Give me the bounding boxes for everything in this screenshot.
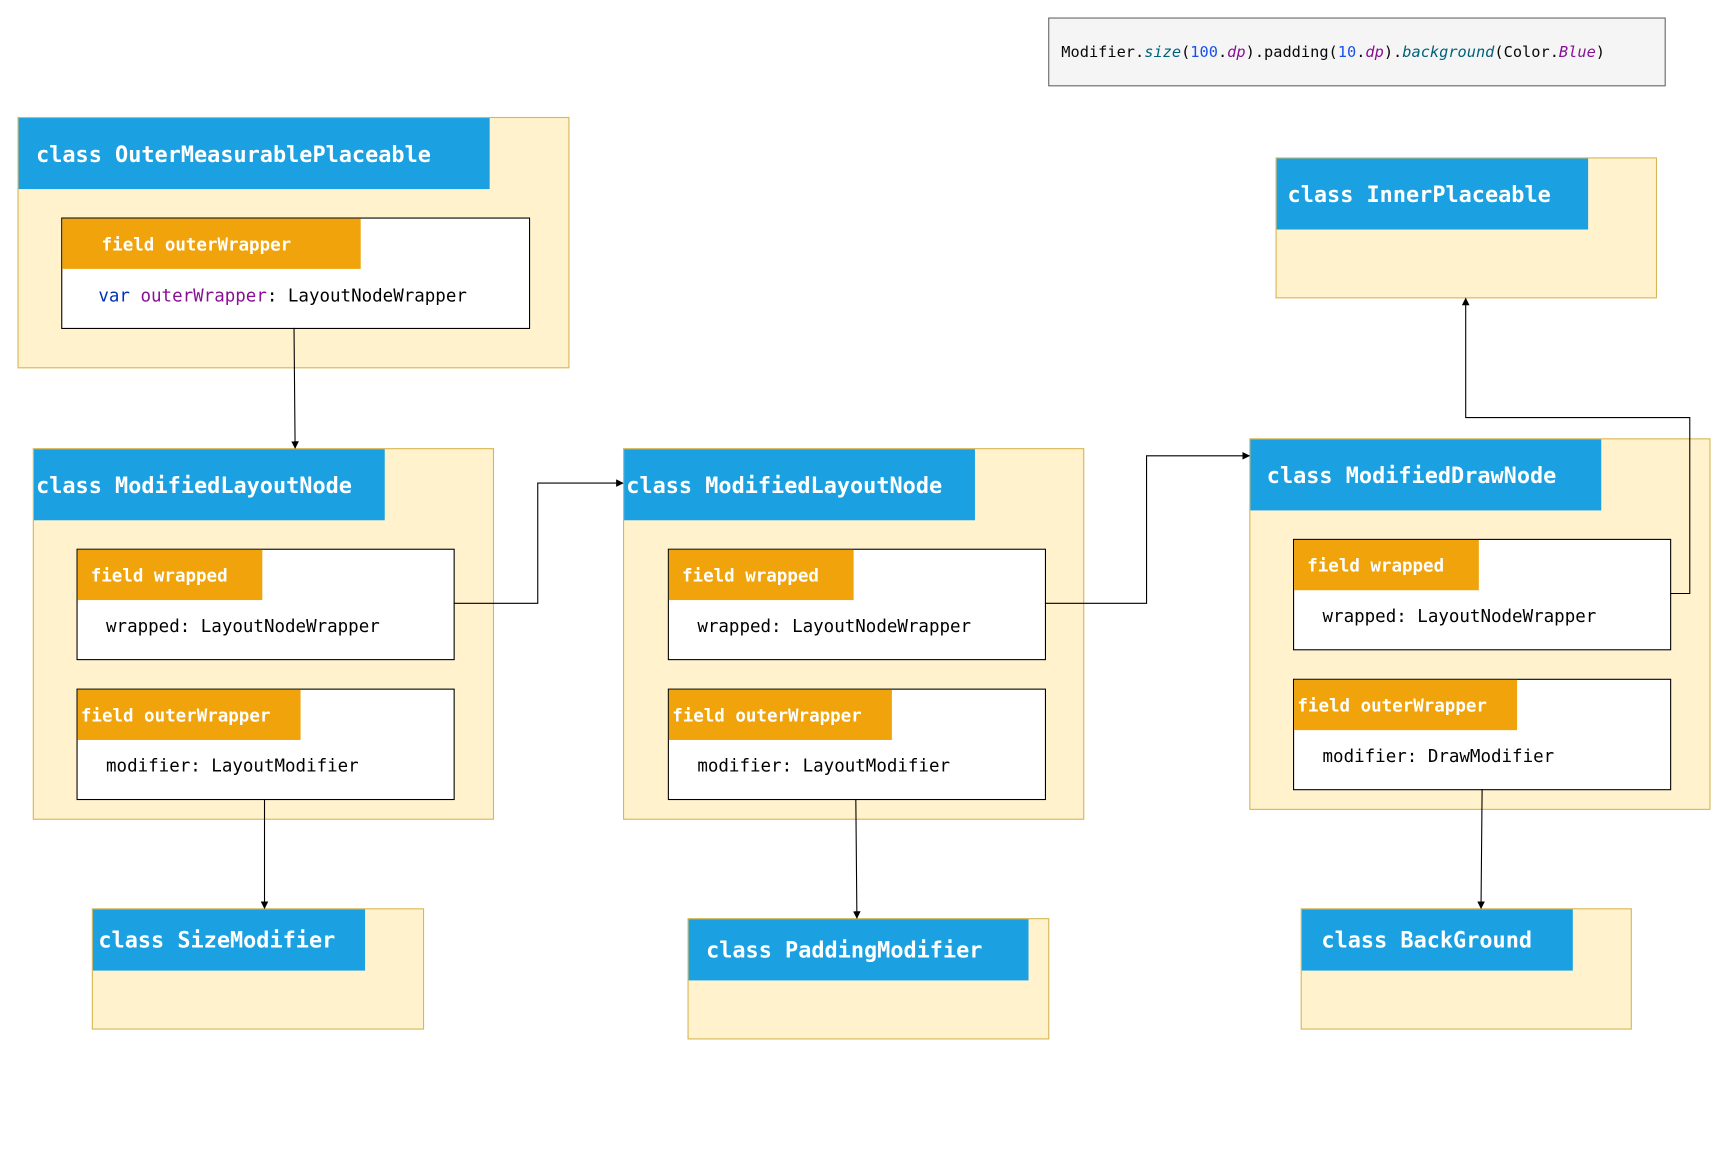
field-tag: field outerWrapper: [1294, 679, 1518, 731]
code-fn-size: size: [1144, 43, 1182, 61]
wrapped-declaration: wrapped: LayoutNodeWrapper: [106, 615, 380, 637]
code-receiver: Modifier: [1061, 43, 1136, 61]
connector-outer-to-layout-node: [291, 327, 299, 449]
field-tag: field wrapped: [77, 549, 263, 601]
code-fn-padding: padding: [1264, 43, 1329, 61]
class-header[interactable]: class InnerPlaceable: [1276, 158, 1589, 230]
connector-draw-node-to-inner: [1461, 297, 1691, 595]
field-tag: field outerWrapper: [62, 218, 361, 269]
code-unit-dp-2: dp: [1365, 43, 1384, 61]
wrapped-field[interactable]: field wrapped wrapped: LayoutNodeWrapper: [1293, 538, 1672, 651]
connector-layout-node-1-to-2: [453, 479, 624, 604]
modified-layout-node-class[interactable]: class ModifiedLayoutNode field wrapped w…: [623, 448, 1085, 820]
code-arg-10: 10: [1337, 43, 1357, 61]
code-color-blue: Blue: [1558, 43, 1596, 61]
code-unit-dp: dp: [1227, 43, 1246, 61]
modified-draw-node-class[interactable]: class ModifiedDrawNode field wrapped wra…: [1249, 438, 1711, 810]
property-type: : LayoutNodeWrapper: [266, 285, 467, 307]
outer-measurable-placeable-class[interactable]: class OuterMeasurablePlaceable field out…: [17, 116, 570, 369]
connector-layout-2-to-padding-modifier: [853, 798, 861, 919]
code-fn-background: background: [1402, 43, 1495, 61]
background-class[interactable]: class BackGround: [1300, 908, 1632, 1030]
class-header[interactable]: class BackGround: [1301, 909, 1573, 971]
code-snippet: Modifier.size(100.dp).padding(10.dp).bac…: [1048, 17, 1666, 87]
padding-modifier-class[interactable]: class PaddingModifier: [687, 918, 1050, 1040]
field-tag: field wrapped: [668, 549, 854, 601]
size-modifier-class[interactable]: class SizeModifier: [91, 908, 425, 1030]
field-declaration: var outerWrapper: LayoutNodeWrapper: [98, 285, 467, 306]
wrapped-field[interactable]: field wrapped wrapped: LayoutNodeWrapper: [76, 548, 455, 661]
outer-wrapper-field[interactable]: field outerWrapper modifier: LayoutModif…: [76, 688, 455, 801]
field-tag: field wrapped: [1294, 539, 1479, 591]
connector-layout-node-2-to-draw-node: [1044, 451, 1251, 604]
modifier-declaration: modifier: DrawModifier: [1322, 745, 1555, 767]
outer-wrapper-field[interactable]: field outerWrapper var outerWrapper: Lay…: [61, 217, 531, 329]
field-tag: field outerWrapper: [668, 689, 892, 740]
modifier-declaration: modifier: LayoutModifier: [106, 755, 359, 777]
class-header[interactable]: class OuterMeasurablePlaceable: [18, 118, 490, 190]
field-tag: field outerWrapper: [77, 689, 301, 740]
modifier-declaration: modifier: LayoutModifier: [697, 755, 951, 777]
class-header[interactable]: class ModifiedDrawNode: [1250, 439, 1602, 511]
wrapped-field[interactable]: field wrapped wrapped: LayoutNodeWrapper: [667, 548, 1047, 661]
wrapped-declaration: wrapped: LayoutNodeWrapper: [1322, 605, 1597, 627]
class-header[interactable]: class ModifiedLayoutNode: [624, 449, 975, 521]
class-header[interactable]: class PaddingModifier: [688, 919, 1029, 981]
connector-draw-to-background: [1477, 789, 1485, 910]
outer-wrapper-field[interactable]: field outerWrapper modifier: LayoutModif…: [667, 688, 1047, 801]
class-header[interactable]: class ModifiedLayoutNode: [33, 449, 385, 521]
code-arg-100: 100: [1190, 43, 1218, 61]
inner-placeable-class[interactable]: class InnerPlaceable: [1275, 157, 1657, 299]
modified-layout-node-class[interactable]: class ModifiedLayoutNode field wrapped w…: [32, 448, 495, 820]
property-name: outerWrapper: [140, 285, 267, 307]
class-header[interactable]: class SizeModifier: [92, 909, 366, 971]
keyword-var: var: [98, 285, 130, 307]
outer-wrapper-field[interactable]: field outerWrapper modifier: DrawModifie…: [1293, 678, 1672, 791]
code-color: Color: [1503, 43, 1550, 61]
wrapped-declaration: wrapped: LayoutNodeWrapper: [697, 615, 972, 637]
